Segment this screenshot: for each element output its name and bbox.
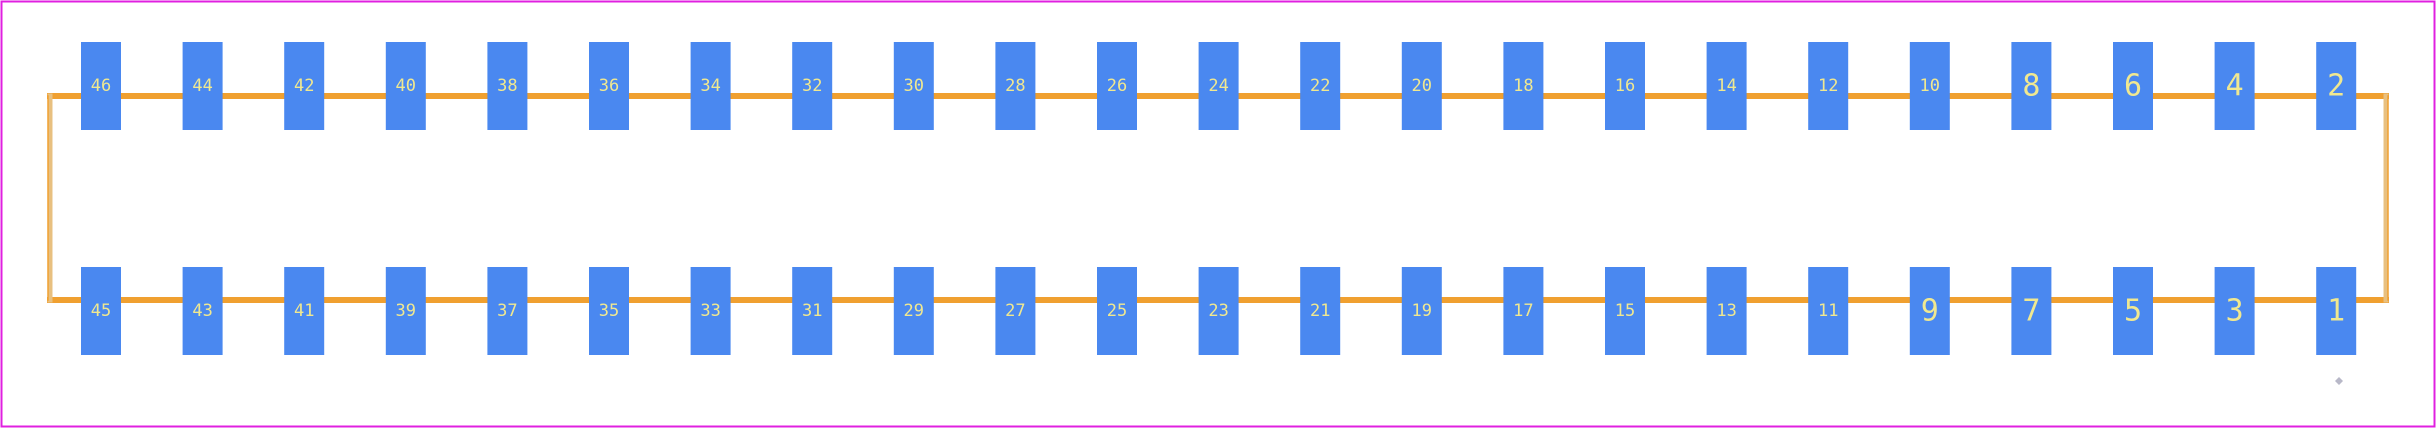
pad-27 (995, 267, 1036, 355)
pad-35 (589, 267, 629, 355)
pad-23 (1198, 267, 1239, 355)
pad-16 (1605, 42, 1645, 130)
pad-8 (2011, 42, 2052, 130)
pad-label-24: 24 (1208, 76, 1228, 96)
pad-label-32: 32 (802, 76, 822, 96)
pad-14 (1706, 42, 1747, 130)
pad-label-34: 34 (700, 76, 720, 96)
pad-label-9: 9 (1921, 294, 1939, 329)
pad-18 (1503, 42, 1544, 130)
pad-label-40: 40 (396, 76, 416, 96)
pad-30 (893, 42, 934, 130)
pad-40 (385, 42, 426, 130)
pad-34 (690, 42, 731, 130)
pad-label-39: 39 (396, 301, 416, 321)
pad-label-30: 30 (904, 76, 924, 96)
pad-label-26: 26 (1107, 76, 1127, 96)
pad-label-14: 14 (1716, 76, 1736, 96)
pad-label-28: 28 (1005, 76, 1025, 96)
pad-37 (487, 267, 528, 355)
pad-36 (589, 42, 629, 130)
pad-13 (1706, 267, 1747, 355)
pad-label-6: 6 (2124, 69, 2142, 104)
pad-label-43: 43 (192, 301, 212, 321)
pad-label-22: 22 (1310, 76, 1330, 96)
pad-43 (182, 267, 223, 355)
pad-7 (2011, 267, 2052, 355)
pad-24 (1198, 42, 1239, 130)
pad-label-4: 4 (2226, 69, 2244, 104)
pad-label-16: 16 (1615, 76, 1635, 96)
pad-26 (1097, 42, 1137, 130)
pad-28 (995, 42, 1036, 130)
pad-5 (2113, 267, 2153, 355)
pad-label-29: 29 (904, 301, 924, 321)
pin1-marker (2335, 377, 2343, 385)
pad-46 (81, 42, 121, 130)
pad-label-5: 5 (2124, 294, 2142, 329)
pad-12 (1808, 42, 1849, 130)
pad-label-36: 36 (599, 76, 619, 96)
pad-label-15: 15 (1615, 301, 1635, 321)
pad-label-21: 21 (1310, 301, 1330, 321)
pad-label-11: 11 (1818, 301, 1838, 321)
pad-9 (1909, 267, 1950, 355)
pad-label-25: 25 (1107, 301, 1127, 321)
pad-41 (284, 267, 325, 355)
pad-label-38: 38 (497, 76, 517, 96)
pad-2 (2316, 42, 2357, 130)
pad-32 (792, 42, 833, 130)
pad-label-23: 23 (1208, 301, 1228, 321)
pad-label-10: 10 (1920, 76, 1940, 96)
pad-38 (487, 42, 528, 130)
pad-label-45: 45 (91, 301, 111, 321)
pad-label-12: 12 (1818, 76, 1838, 96)
pad-label-44: 44 (192, 76, 212, 96)
pad-1 (2316, 267, 2357, 355)
pad-45 (81, 267, 121, 355)
pad-label-42: 42 (294, 76, 314, 96)
pad-label-27: 27 (1005, 301, 1025, 321)
pad-4 (2214, 42, 2255, 130)
pad-11 (1808, 267, 1849, 355)
pad-label-19: 19 (1412, 301, 1432, 321)
pad-31 (792, 267, 833, 355)
pad-label-13: 13 (1716, 301, 1736, 321)
pad-20 (1401, 42, 1442, 130)
pad-label-33: 33 (700, 301, 720, 321)
pad-label-18: 18 (1513, 76, 1533, 96)
pad-15 (1605, 267, 1645, 355)
pad-44 (182, 42, 223, 130)
pad-3 (2214, 267, 2255, 355)
pad-label-20: 20 (1412, 76, 1432, 96)
pad-22 (1300, 42, 1341, 130)
pad-21 (1300, 267, 1341, 355)
pad-label-8: 8 (2022, 69, 2040, 104)
pad-25 (1097, 267, 1137, 355)
pad-label-46: 46 (91, 76, 111, 96)
pad-17 (1503, 267, 1544, 355)
pad-29 (893, 267, 934, 355)
pad-19 (1401, 267, 1442, 355)
pad-33 (690, 267, 731, 355)
pad-label-37: 37 (497, 301, 517, 321)
pad-label-3: 3 (2226, 294, 2244, 329)
pad-10 (1909, 42, 1950, 130)
pad-label-31: 31 (802, 301, 822, 321)
pin1-marker-group (2335, 377, 2343, 385)
pad-label-35: 35 (599, 301, 619, 321)
pad-label-41: 41 (294, 301, 314, 321)
pad-label-17: 17 (1513, 301, 1533, 321)
pad-6 (2113, 42, 2153, 130)
pad-label-2: 2 (2327, 69, 2345, 104)
pad-42 (284, 42, 325, 130)
pad-label-1: 1 (2327, 294, 2345, 329)
pad-39 (385, 267, 426, 355)
pad-label-7: 7 (2022, 294, 2040, 329)
